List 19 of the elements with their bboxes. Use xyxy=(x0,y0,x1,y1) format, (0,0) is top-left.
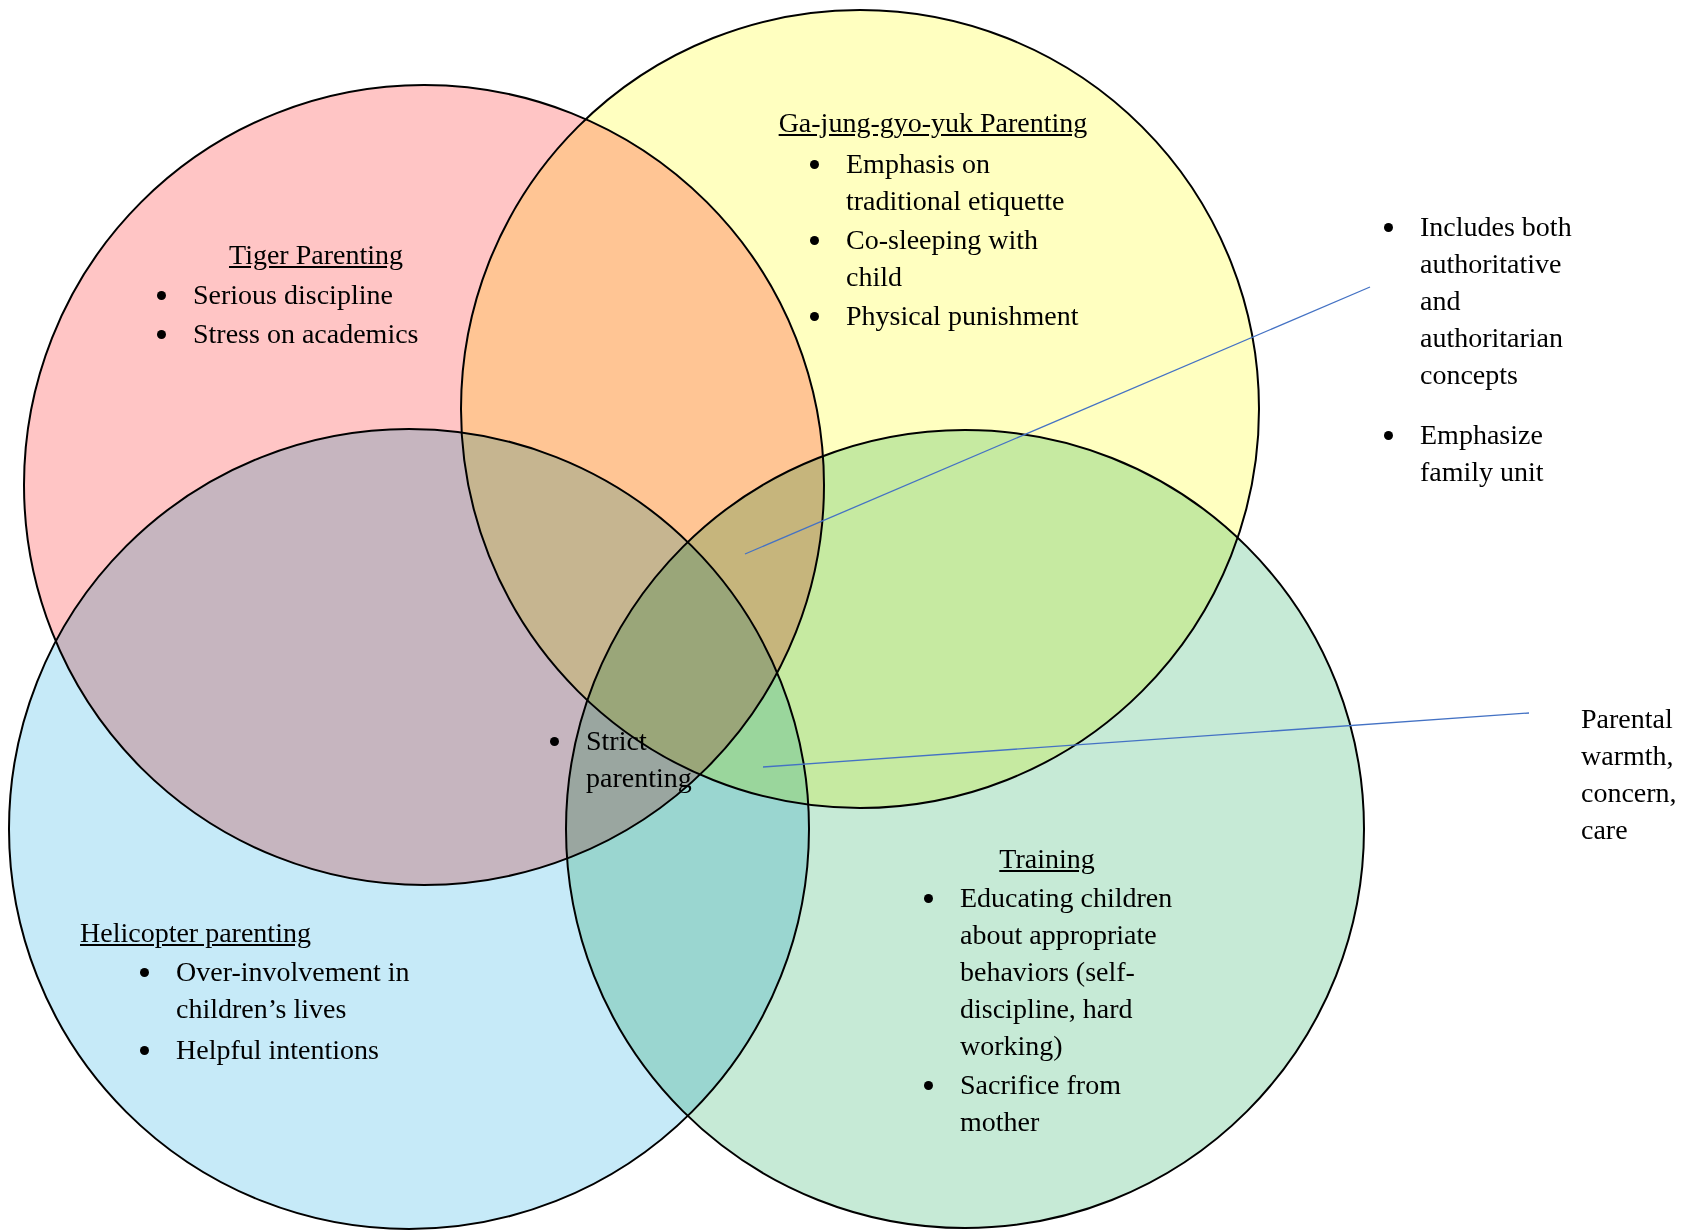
circle-title: Tiger Parenting xyxy=(229,238,403,272)
bullet-item: Educating children about appropriate behaviors (self-discipline, hard working) xyxy=(960,881,1174,1063)
leader-line xyxy=(762,712,1530,768)
circle-title: Helicopter parenting xyxy=(80,916,311,950)
bullet-item: Helpful intentions xyxy=(176,1033,380,1067)
bullet-item: Includes both authoritative and authoritarian concepts xyxy=(1420,210,1573,392)
note-text: Parental warmth, concern, care xyxy=(1529,700,1698,848)
leader-line xyxy=(744,286,1371,555)
bullet-item: Strict parenting xyxy=(586,724,693,795)
circle-title: Ga-jung-gyo-yuk Parenting xyxy=(778,106,1088,140)
bullet-item: Serious discipline xyxy=(193,278,394,312)
bullet-item: Stress on academics xyxy=(193,317,420,351)
bullet-item: Physical punishment xyxy=(846,299,1080,333)
circle-title: Training xyxy=(999,842,1095,876)
bullet-item: Over-involvement in children’s lives xyxy=(176,955,411,1026)
bullet-item: Sacrifice from mother xyxy=(960,1068,1122,1139)
bullet-item: Emphasis on traditional etiquette xyxy=(846,147,1066,218)
bullet-item: Co-sleeping with child xyxy=(846,223,1040,294)
bullet-item: Emphasize family unit xyxy=(1420,418,1545,489)
